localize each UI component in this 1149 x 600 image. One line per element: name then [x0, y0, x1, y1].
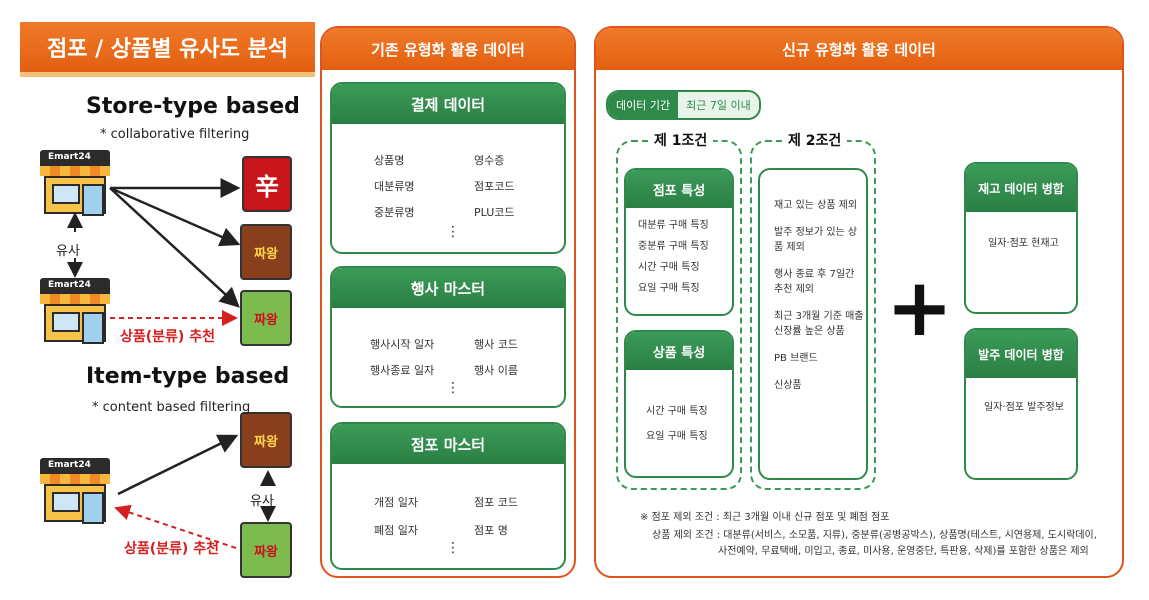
store-type-title: Store-type based — [86, 94, 300, 119]
similar-label: 유사 — [56, 244, 80, 259]
payment-data-card: 결제 데이터 상품명 대분류명 중분류명 영수증 점포코드 PLU코드 ⋮ — [330, 82, 566, 254]
ramen-pack-icon: 짜왕 — [240, 522, 292, 578]
new-data-panel: 신규 유형화 활용 데이터 데이터 기간 최근 7일 이내 제 1조건 점포 특… — [594, 26, 1124, 578]
feature-item: 요일 구매 특징 — [638, 283, 700, 294]
existing-data-panel: 기존 유형화 활용 데이터 결제 데이터 상품명 대분류명 중분류명 영수증 점… — [320, 26, 576, 578]
card-title: 상품 특성 — [626, 332, 732, 370]
exclusion-item: 행사 종료 후 7일간 추천 제외 — [774, 269, 855, 295]
ellipsis: ⋮ — [446, 380, 460, 396]
card-title: 점포 마스터 — [332, 424, 564, 464]
card-title: 재고 데이터 병합 — [966, 164, 1076, 212]
card-title: 점포 특성 — [626, 170, 732, 208]
feature-item: 대분류 구매 특징 — [638, 220, 709, 231]
field-item: 영수증 — [474, 154, 505, 167]
store-master-card: 점포 마스터 개점 일자 폐점 일자 점포 코드 점포 명 ⋮ — [330, 422, 566, 570]
ellipsis: ⋮ — [446, 540, 460, 556]
note-store-exclusion: ※ 점포 제외 조건 : 최근 3개월 이내 신규 점포 및 폐점 점포 — [640, 512, 890, 523]
period-value: 최근 7일 이내 — [678, 92, 759, 118]
field-item: 폐점 일자 — [374, 524, 418, 537]
item-type-title: Item-type based — [86, 364, 290, 389]
ramen-pack-icon: 짜왕 — [240, 412, 292, 468]
condition-1-title: 제 1조건 — [648, 130, 714, 150]
product-feature-card: 상품 특성 시간 구매 특징 요일 구매 특징 — [624, 330, 734, 478]
store-type-subtitle: * collaborative filtering — [100, 127, 250, 142]
exclusion-item: 발주 정보가 있는 상품 제외 — [774, 227, 858, 253]
exclusion-item: 재고 있는 상품 제외 — [774, 200, 858, 211]
card-title: 결제 데이터 — [332, 84, 564, 124]
field-item: 상품명 — [374, 154, 405, 167]
field-item: 행사종료 일자 — [370, 364, 435, 377]
order-merge-card: 발주 데이터 병합 일자·점포 발주정보 — [964, 328, 1078, 480]
field-item: 행사 이름 — [474, 364, 518, 377]
relation-arrows — [67, 178, 276, 549]
plus-icon: + — [886, 261, 954, 354]
ramen-pack-icon: 짜왕 — [240, 224, 292, 280]
exclusion-item: 최근 3개월 기준 매출 신장률 높은 상품 — [774, 311, 864, 337]
item-type-subtitle: * content based filtering — [92, 400, 251, 415]
new-data-header: 신규 유형화 활용 데이터 — [596, 28, 1122, 70]
card-title: 발주 데이터 병합 — [966, 330, 1076, 378]
field-item: 중분류명 — [374, 206, 415, 219]
card-title: 행사 마스터 — [332, 268, 564, 308]
store-icon: Emart24 — [40, 458, 110, 524]
recommend-label: 상품(분류) 추천 — [124, 541, 219, 557]
store-feature-card: 점포 특성 대분류 구매 특징 중분류 구매 특징 시간 구매 특징 요일 구매… — [624, 168, 734, 316]
condition-2-title: 제 2조건 — [782, 130, 848, 150]
stock-merge-card: 재고 데이터 병합 일자·점포 현재고 — [964, 162, 1078, 314]
similar-label: 유사 — [250, 494, 274, 509]
field-item: 행사시작 일자 — [370, 338, 435, 351]
field-item: 개점 일자 — [374, 496, 418, 509]
feature-item: 중분류 구매 특징 — [638, 241, 709, 252]
event-master-card: 행사 마스터 행사시작 일자 행사종료 일자 행사 코드 행사 이름 ⋮ — [330, 266, 566, 408]
field-item: 대분류명 — [374, 180, 415, 193]
period-label: 데이터 기간 — [608, 92, 679, 118]
recommend-label: 상품(분류) 추천 — [120, 329, 215, 345]
note-product-exclusion: 상품 제외 조건 : 대분류(서비스, 소모품, 지류), 중분류(공병공박스)… — [652, 530, 1097, 541]
store-icon: Emart24 — [40, 150, 110, 216]
merge-item: 일자·점포 발주정보 — [984, 402, 1064, 413]
exclusion-item: PB 브랜드 — [774, 353, 818, 364]
ramen-pack-icon: 짜왕 — [240, 290, 292, 346]
store-icon: Emart24 — [40, 278, 110, 344]
field-item: PLU코드 — [474, 206, 515, 219]
ramen-pack-icon: 辛 — [242, 156, 292, 212]
data-period-pill: 데이터 기간 최근 7일 이내 — [606, 90, 761, 120]
merge-item: 일자·점포 현재고 — [988, 238, 1059, 249]
field-item: 점포 명 — [474, 524, 508, 537]
exclusion-item: 신상품 — [774, 380, 802, 391]
feature-item: 시간 구매 특징 — [646, 406, 708, 417]
feature-item: 시간 구매 특징 — [638, 262, 700, 273]
feature-item: 요일 구매 특징 — [646, 431, 708, 442]
field-item: 점포 코드 — [474, 496, 518, 509]
ellipsis: ⋮ — [446, 224, 460, 240]
exclusion-card: 재고 있는 상품 제외 발주 정보가 있는 상품 제외 행사 종료 후 7일간 … — [758, 168, 868, 480]
field-item: 점포코드 — [474, 180, 515, 193]
field-item: 행사 코드 — [474, 338, 518, 351]
note-product-exclusion-cont: 사전예약, 무료택배, 미입고, 종료, 미사용, 운영중단, 특판용, 삭제)… — [718, 546, 1089, 557]
analysis-title: 점포 / 상품별 유사도 분석 — [20, 22, 315, 72]
existing-data-header: 기존 유형화 활용 데이터 — [322, 28, 574, 70]
